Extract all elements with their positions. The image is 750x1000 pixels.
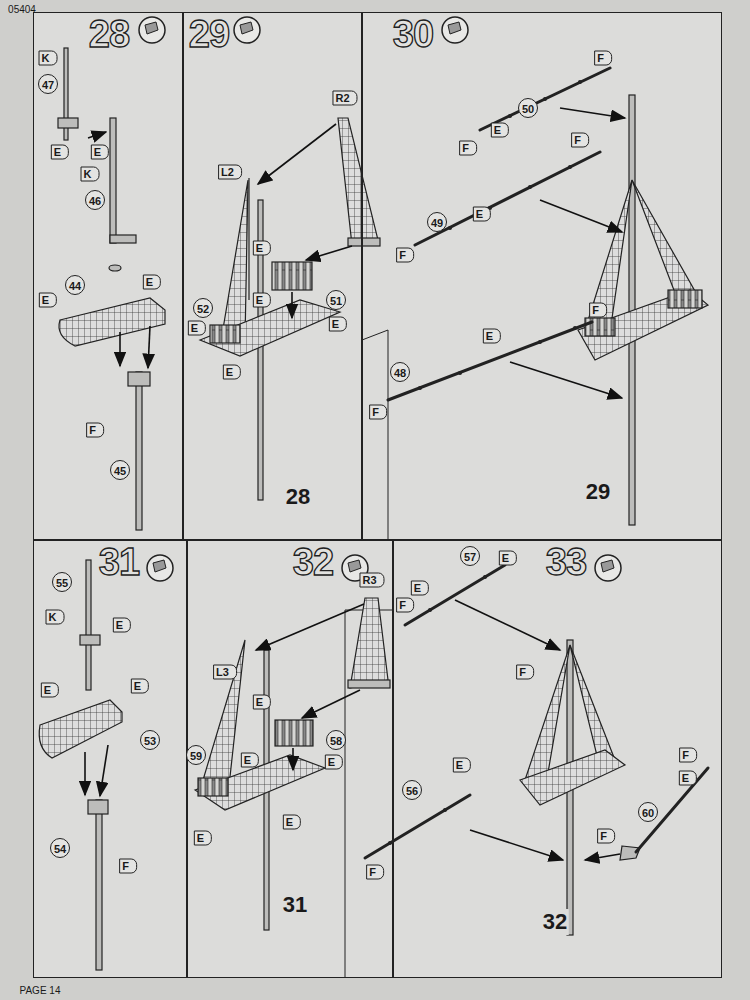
part-number: 48	[390, 362, 410, 382]
part-number: 49	[427, 212, 447, 232]
paint-flag: F	[119, 859, 137, 874]
paint-flag: F	[597, 829, 615, 844]
paint-flag: F	[369, 405, 387, 420]
paint-flag: E	[253, 695, 271, 710]
page-text: 05404	[8, 3, 36, 14]
step-panel: 28	[33, 12, 183, 540]
step-number: 32	[293, 543, 333, 581]
part-number: 50	[518, 98, 538, 118]
step-number: 30	[393, 15, 433, 53]
paint-flag: E	[113, 618, 131, 633]
part-number: 44	[65, 275, 85, 295]
paint-flag: K	[81, 167, 100, 182]
paint-flag: E	[131, 679, 149, 694]
sub-assembly-number: 31	[281, 892, 309, 918]
part-number: 46	[85, 190, 105, 210]
sub-assembly-number: 32	[541, 909, 569, 935]
paint-flag: F	[459, 141, 477, 156]
paint-flag: R2	[332, 91, 357, 106]
paint-flag: F	[516, 665, 534, 680]
page-text: PAGE 14	[20, 985, 61, 996]
paint-flag: E	[253, 241, 271, 256]
paint-flag: E	[51, 145, 69, 160]
part-number: 53	[140, 730, 160, 750]
paint-flag: K	[39, 51, 58, 66]
sub-assembly-number: 28	[284, 484, 312, 510]
part-number: 55	[52, 572, 72, 592]
paint-flag: F	[366, 865, 384, 880]
part-number: 57	[460, 546, 480, 566]
part-number: 56	[402, 780, 422, 800]
paint-flag: E	[91, 145, 109, 160]
paint-flag: K	[46, 610, 65, 625]
paint-flag: F	[679, 748, 697, 763]
sub-assembly-number: 29	[584, 479, 612, 505]
paint-flag: E	[223, 365, 241, 380]
paint-flag: E	[453, 758, 471, 773]
paint-flag: E	[483, 329, 501, 344]
paint-flag: E	[325, 755, 343, 770]
part-number: 59	[186, 745, 206, 765]
part-number: 51	[326, 290, 346, 310]
paint-flag: E	[253, 293, 271, 308]
paint-flag: E	[143, 275, 161, 290]
part-number: 60	[638, 802, 658, 822]
paint-flag: F	[396, 598, 414, 613]
paint-flag: E	[241, 753, 259, 768]
paint-flag: E	[679, 771, 697, 786]
step-number: 31	[99, 543, 139, 581]
paint-flag: E	[329, 317, 347, 332]
part-number: 45	[110, 460, 130, 480]
part-number: 47	[38, 74, 58, 94]
part-number: 52	[193, 298, 213, 318]
paint-flag: E	[491, 123, 509, 138]
part-number: 58	[326, 730, 346, 750]
step-number: 28	[89, 15, 129, 53]
paint-flag: F	[86, 423, 104, 438]
paint-flag: E	[194, 831, 212, 846]
paint-flag: L2	[218, 165, 242, 180]
paint-flag: R3	[359, 573, 384, 588]
paint-flag: E	[283, 815, 301, 830]
paint-flag: F	[594, 51, 612, 66]
step-number: 29	[189, 15, 229, 53]
paint-flag: F	[571, 133, 589, 148]
part-number: 54	[50, 838, 70, 858]
paint-flag: E	[188, 321, 206, 336]
paint-flag: E	[473, 207, 491, 222]
paint-flag: E	[39, 293, 57, 308]
paint-flag: E	[411, 581, 429, 596]
step-panel: 31	[33, 540, 187, 978]
paint-flag: L3	[213, 665, 237, 680]
paint-flag: F	[589, 303, 607, 318]
paint-flag: E	[499, 551, 517, 566]
step-number: 33	[546, 543, 586, 581]
step-panel: 30	[362, 12, 722, 540]
paint-flag: F	[396, 248, 414, 263]
paint-flag: E	[41, 683, 59, 698]
